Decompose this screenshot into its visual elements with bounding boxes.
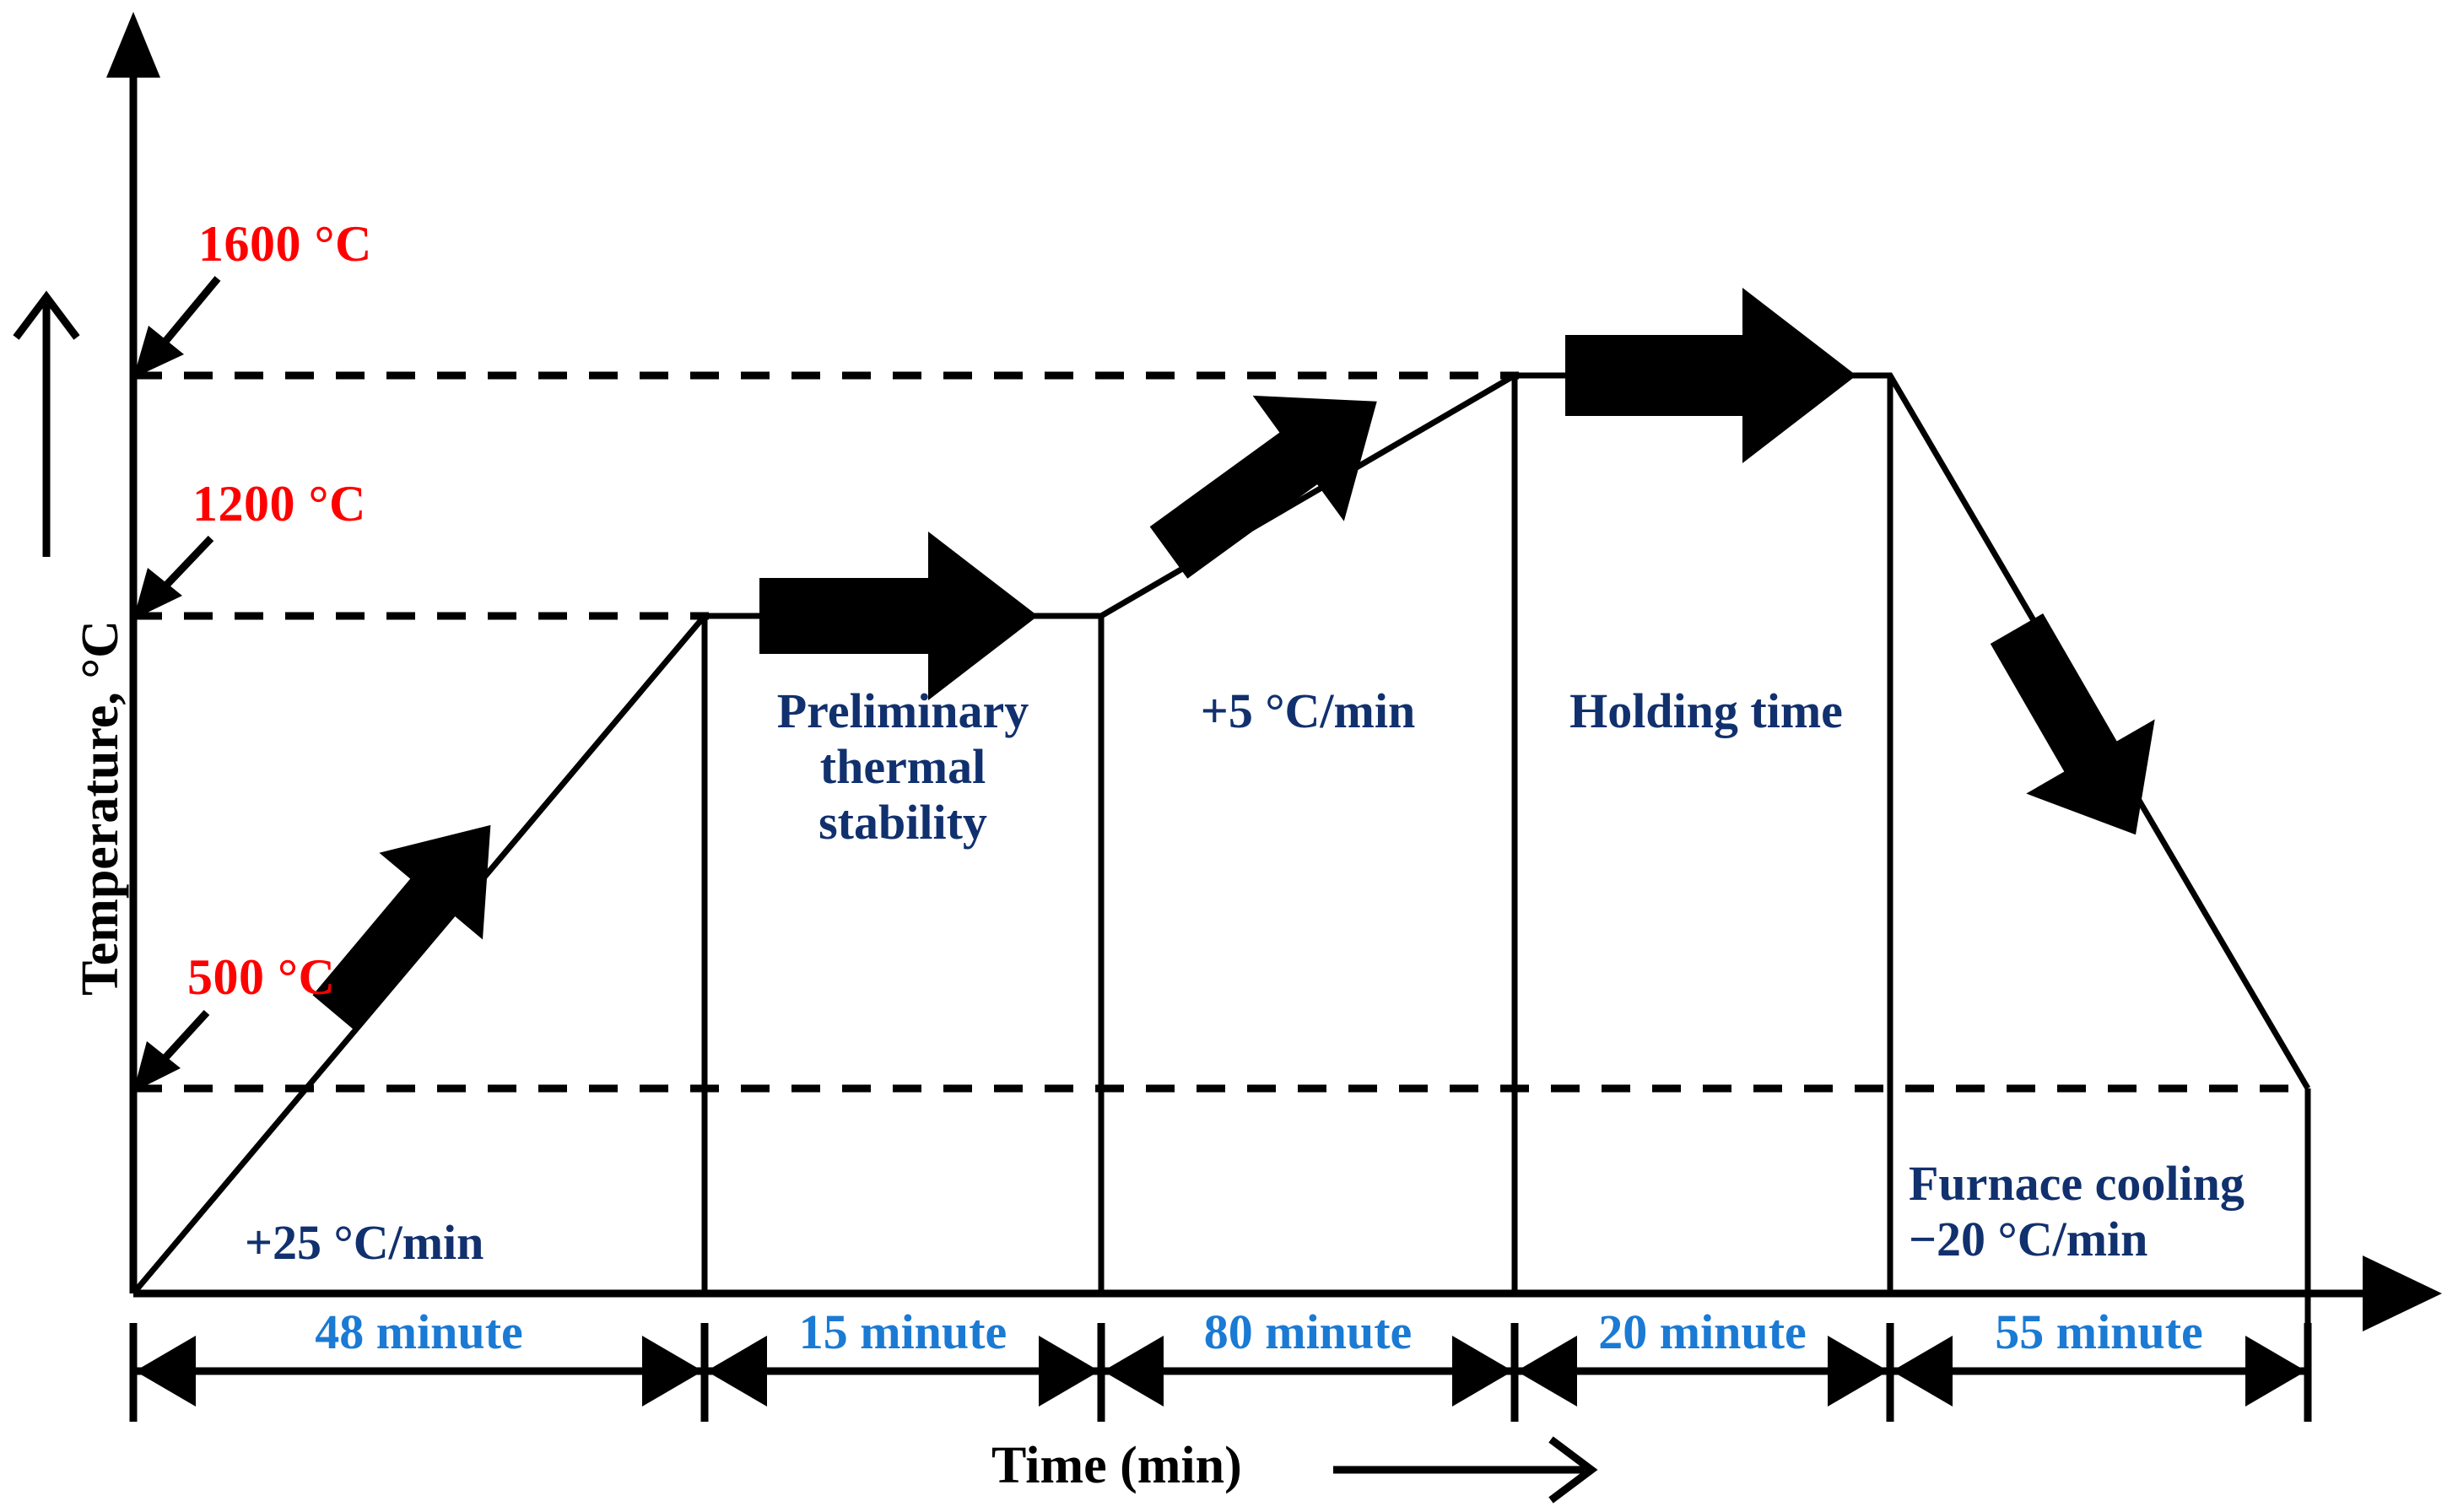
- temperature-marker-1200: 1200 °C: [192, 476, 366, 532]
- stage-label-heating-1: +25 °C/min: [245, 1215, 484, 1270]
- y-axis-title: Temperature, °C: [72, 620, 129, 996]
- stage-label-hold: Holding time: [1569, 683, 1843, 738]
- y-axis-arrowhead-icon: [106, 12, 160, 78]
- duration-label-2: 15 minute: [798, 1304, 1008, 1359]
- x-title-arrow-icon: [1333, 1436, 1598, 1504]
- leader-arrow-1600: [133, 276, 221, 378]
- stage-arrow-dwell-1-icon: [759, 532, 1038, 700]
- stage-label-cooling: Furnace cooling −20 °C/min: [1909, 1156, 2245, 1267]
- stage-label-heating-2: +5 °C/min: [1200, 683, 1416, 738]
- stage-label-dwell-1: Preliminary thermal stability: [776, 683, 1029, 850]
- duration-label-1: 48 minute: [315, 1304, 523, 1359]
- stage-arrow-heating-1-icon: [312, 824, 491, 1030]
- x-axis-title: Time (min): [991, 1437, 1242, 1494]
- stage-arrow-cooling-icon: [1990, 613, 2155, 835]
- temperature-profile-curve: [131, 372, 2311, 1296]
- stage-arrow-heating-2-icon: [1149, 395, 1377, 579]
- temperature-marker-1600: 1600 °C: [198, 216, 372, 272]
- duration-label-3: 80 minute: [1203, 1304, 1413, 1359]
- leader-arrow-1200: [133, 535, 214, 619]
- duration-label-4: 20 minute: [1598, 1304, 1807, 1359]
- leader-arrow-500: [133, 1009, 210, 1092]
- x-axis-arrowhead-icon: [2363, 1256, 2442, 1331]
- stage-arrow-hold-icon: [1565, 288, 1856, 463]
- duration-arrowheads: [135, 1336, 2306, 1407]
- temperature-marker-500: 500 °C: [187, 949, 336, 1005]
- duration-label-5: 55 minute: [1995, 1304, 2203, 1359]
- y-title-arrow-icon: [13, 290, 80, 557]
